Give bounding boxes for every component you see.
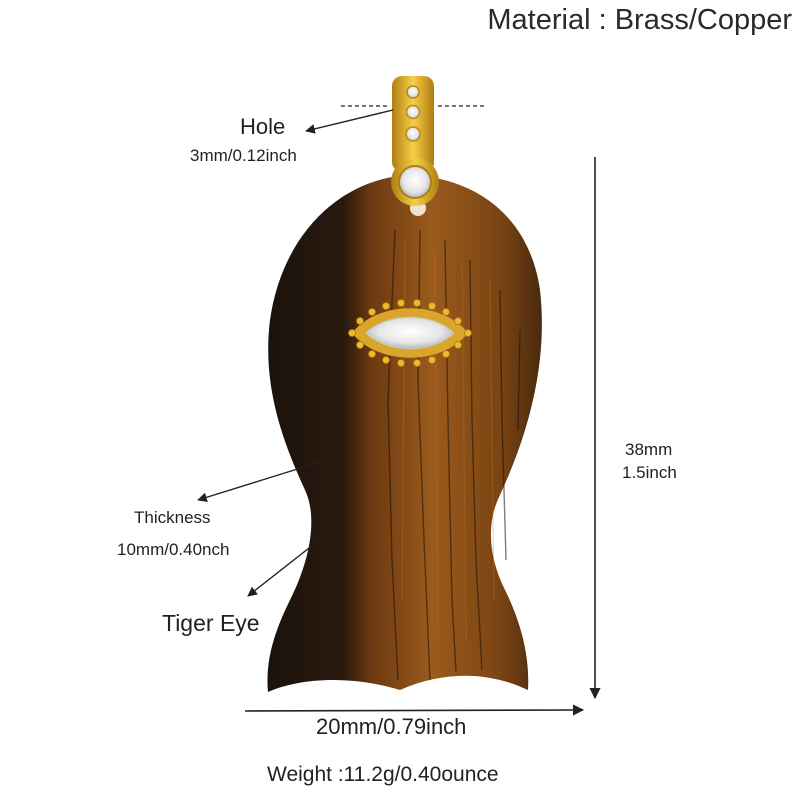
tiger-eye-arrow	[247, 529, 333, 597]
material-label: Material : Brass/Copper	[487, 4, 792, 36]
hole-arrow	[305, 109, 394, 134]
width-label: 20mm/0.79inch	[316, 714, 467, 739]
width-arrow	[244, 704, 585, 716]
tiger-eye-stone	[267, 175, 542, 692]
weight-label: Weight :11.2g/0.40ounce	[267, 763, 499, 786]
thickness-label: Thickness	[134, 508, 211, 527]
height-mm-label: 38mm	[625, 440, 673, 459]
height-inch-label: 1.5inch	[622, 463, 677, 482]
stone-type-label: Tiger Eye	[162, 610, 260, 636]
hole-size-label: 3mm/0.12inch	[190, 146, 297, 165]
thickness-size-label: 10mm/0.40nch	[117, 540, 230, 559]
gold-bail	[391, 76, 439, 206]
thickness-arrow	[197, 461, 321, 503]
evil-eye-ornament	[348, 299, 472, 367]
hole-label: Hole	[240, 114, 286, 139]
